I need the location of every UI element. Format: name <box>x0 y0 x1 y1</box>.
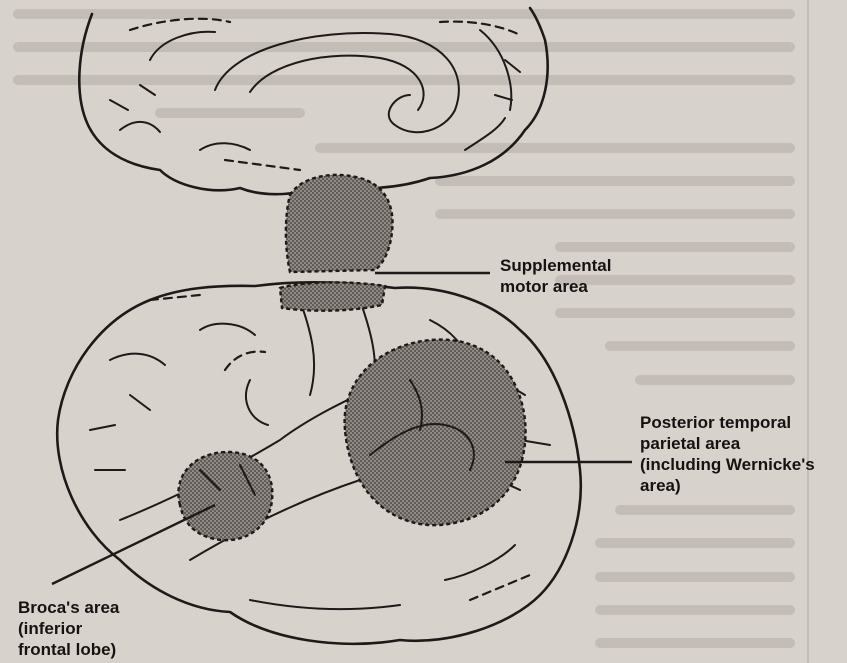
broca-area-patch <box>178 452 272 540</box>
medial-brain-view <box>79 8 547 194</box>
wernicke-area-patch <box>345 340 526 526</box>
supplemental-motor-area-upper <box>286 175 393 272</box>
supplemental-motor-area-lower <box>280 282 385 310</box>
posterior-temporal-parietal-label: Posterior temporal parietal area (includ… <box>640 412 815 496</box>
broca-area-label: Broca's area (inferior frontal lobe) <box>18 597 119 660</box>
supplemental-motor-area-label: Supplemental motor area <box>500 255 611 297</box>
background-page-text <box>18 0 808 663</box>
